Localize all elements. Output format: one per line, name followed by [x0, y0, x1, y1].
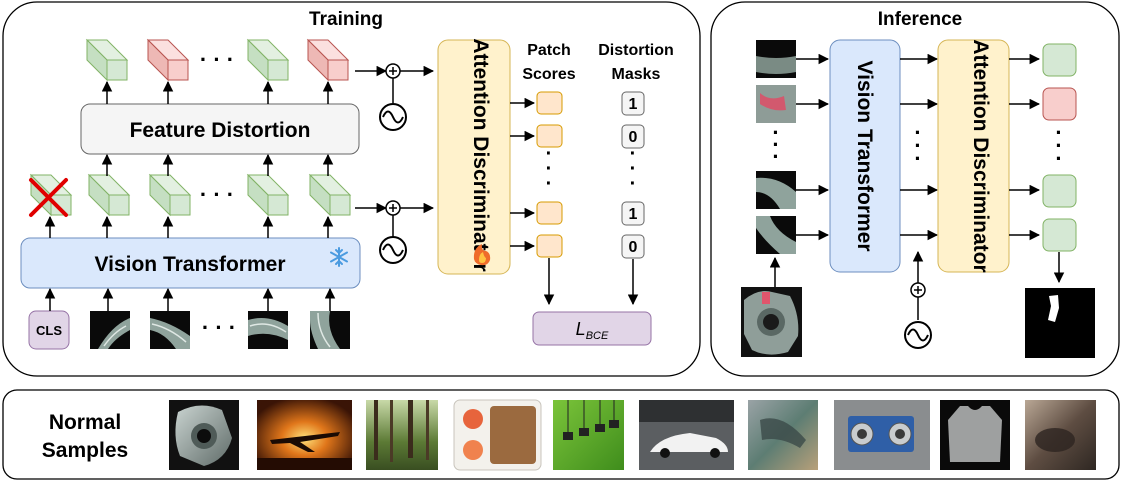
- vit-output-vertical-ellipsis: ·: [914, 120, 921, 145]
- training-title: Training: [309, 9, 383, 30]
- mask-value: 0: [629, 129, 638, 146]
- normal-samples-label-line2: Samples: [42, 439, 128, 462]
- masks-vertical-ellipsis: ·: [630, 173, 637, 195]
- patch-scores-header-line1: Patch: [527, 42, 571, 59]
- inference-score: [1042, 218, 1077, 252]
- vit-output-vertical-ellipsis: ·: [914, 133, 921, 158]
- mask-value: 0: [629, 239, 638, 256]
- cls-feature-cube-dropped: [29, 173, 73, 217]
- sample-thumbnail-blurry-bird: [748, 400, 818, 470]
- scores-vertical-ellipsis: ·: [1055, 146, 1062, 171]
- scores-vertical-ellipsis: ·: [1055, 120, 1062, 145]
- training-panel: Training · · · Feature Distortion: [2, 1, 701, 377]
- patch-scores: [536, 91, 563, 258]
- image-patch: [756, 216, 796, 254]
- sample-thumbnail-forest: [366, 400, 438, 470]
- feature-cube: [246, 173, 290, 217]
- feature-distortion-box: [80, 103, 360, 155]
- bottom-ellipsis: · · ·: [202, 315, 236, 340]
- input-patches: [90, 311, 350, 349]
- inference-score-anomalous: [1042, 87, 1077, 121]
- test-image: [741, 287, 802, 357]
- inference-vision-transformer-label: Vision Transformer: [853, 60, 876, 251]
- inference-patches-vertical-ellipsis: ·: [772, 120, 779, 145]
- masks-vertical-ellipsis: ·: [630, 143, 637, 165]
- sample-thumbnail-cat: [1025, 400, 1096, 470]
- image-patch-anomalous: [756, 85, 796, 123]
- feature-cube: [308, 173, 352, 217]
- feature-distortion-label: Feature Distortion: [130, 119, 311, 142]
- feature-cube: [85, 38, 129, 82]
- feature-cube: [148, 173, 192, 217]
- inference-patches-vertical-ellipsis: ·: [772, 132, 779, 157]
- bce-loss-label: LBCE: [576, 319, 609, 342]
- inference-attention-discriminator-box: [937, 39, 1010, 273]
- add-positional-embedding-bottom: [355, 200, 435, 264]
- patch-scores-vertical-ellipsis: ·: [546, 143, 553, 165]
- image-patch: [248, 311, 288, 349]
- inference-vision-transformer-box: [829, 39, 901, 273]
- middle-ellipsis: · · ·: [200, 182, 234, 207]
- patch-score: [536, 91, 563, 115]
- inference-title: Inference: [878, 9, 962, 30]
- sample-thumbnail-gray-shirt: [940, 400, 1010, 470]
- bce-loss-box: [532, 311, 652, 346]
- sample-thumbnail-green-screen-cameras: [553, 400, 624, 470]
- inference-score: [1042, 43, 1077, 77]
- mask-value: 1: [629, 206, 638, 223]
- image-patch: [310, 311, 350, 349]
- cls-token: [28, 310, 70, 350]
- inference-scores: [1042, 43, 1077, 252]
- scores-vertical-ellipsis: ·: [1055, 133, 1062, 158]
- distortion-masks-header-line2: Masks: [612, 66, 661, 83]
- sample-thumbnail-food-tray: [453, 399, 542, 471]
- feature-cube: [87, 173, 131, 217]
- patch-scores-vertical-ellipsis: ·: [546, 158, 553, 180]
- sample-thumbnail-airplane-sunset: [257, 400, 352, 470]
- vision-transformer-box: [20, 237, 361, 289]
- inference-patches: [756, 40, 796, 254]
- image-patch: [756, 171, 796, 209]
- patch-scores-header-line2: Scores: [522, 66, 575, 83]
- attention-discriminator-label: Attention Discriminator: [469, 38, 492, 271]
- feature-cube-distorted: [306, 38, 350, 82]
- vision-transformer-label: Vision Transformer: [94, 253, 285, 276]
- distortion-masks: 1 0 1 0: [621, 91, 645, 259]
- normal-samples-label-line1: Normal: [49, 411, 121, 434]
- patch-scores-vertical-ellipsis: ·: [546, 173, 553, 195]
- inference-attention-discriminator-label: Attention Discriminator: [969, 39, 992, 272]
- top-ellipsis: · · ·: [200, 47, 234, 72]
- feature-cube: [246, 38, 290, 82]
- normal-samples-panel: Normal Samples: [2, 389, 1120, 480]
- distortion-masks-header-line1: Distortion: [598, 42, 674, 59]
- sample-thumbnail-sensor-board: [834, 400, 930, 470]
- flame-icon: [473, 244, 491, 266]
- sample-thumbnail-sports-car: [639, 400, 734, 470]
- patch-score: [536, 234, 563, 258]
- attention-discriminator-box: [437, 39, 511, 275]
- sample-thumbnail-metal-part: [169, 400, 239, 470]
- cls-token-label: CLS: [36, 323, 62, 338]
- masks-vertical-ellipsis: ·: [630, 158, 637, 180]
- inference-patches-vertical-ellipsis: ·: [772, 144, 779, 169]
- feature-cubes: [29, 173, 352, 217]
- discard-cross-icon: [29, 178, 68, 217]
- vit-output-vertical-ellipsis: ·: [914, 146, 921, 171]
- image-patch: [90, 311, 130, 349]
- anomaly-map: [1025, 288, 1095, 358]
- inference-panel: Inference · · · Vision Transf: [710, 1, 1120, 377]
- patch-score: [536, 201, 563, 225]
- snowflake-icon: [330, 247, 348, 267]
- feature-cube-distorted: [146, 38, 190, 82]
- mask-value: 1: [629, 96, 638, 113]
- add-positional-embedding-top: [355, 63, 435, 131]
- image-patch: [150, 311, 190, 349]
- inference-add-positional-embedding: [904, 250, 932, 349]
- patch-score: [536, 124, 563, 148]
- image-patch: [756, 40, 796, 78]
- distorted-feature-cubes: [85, 38, 350, 82]
- inference-score: [1042, 174, 1077, 208]
